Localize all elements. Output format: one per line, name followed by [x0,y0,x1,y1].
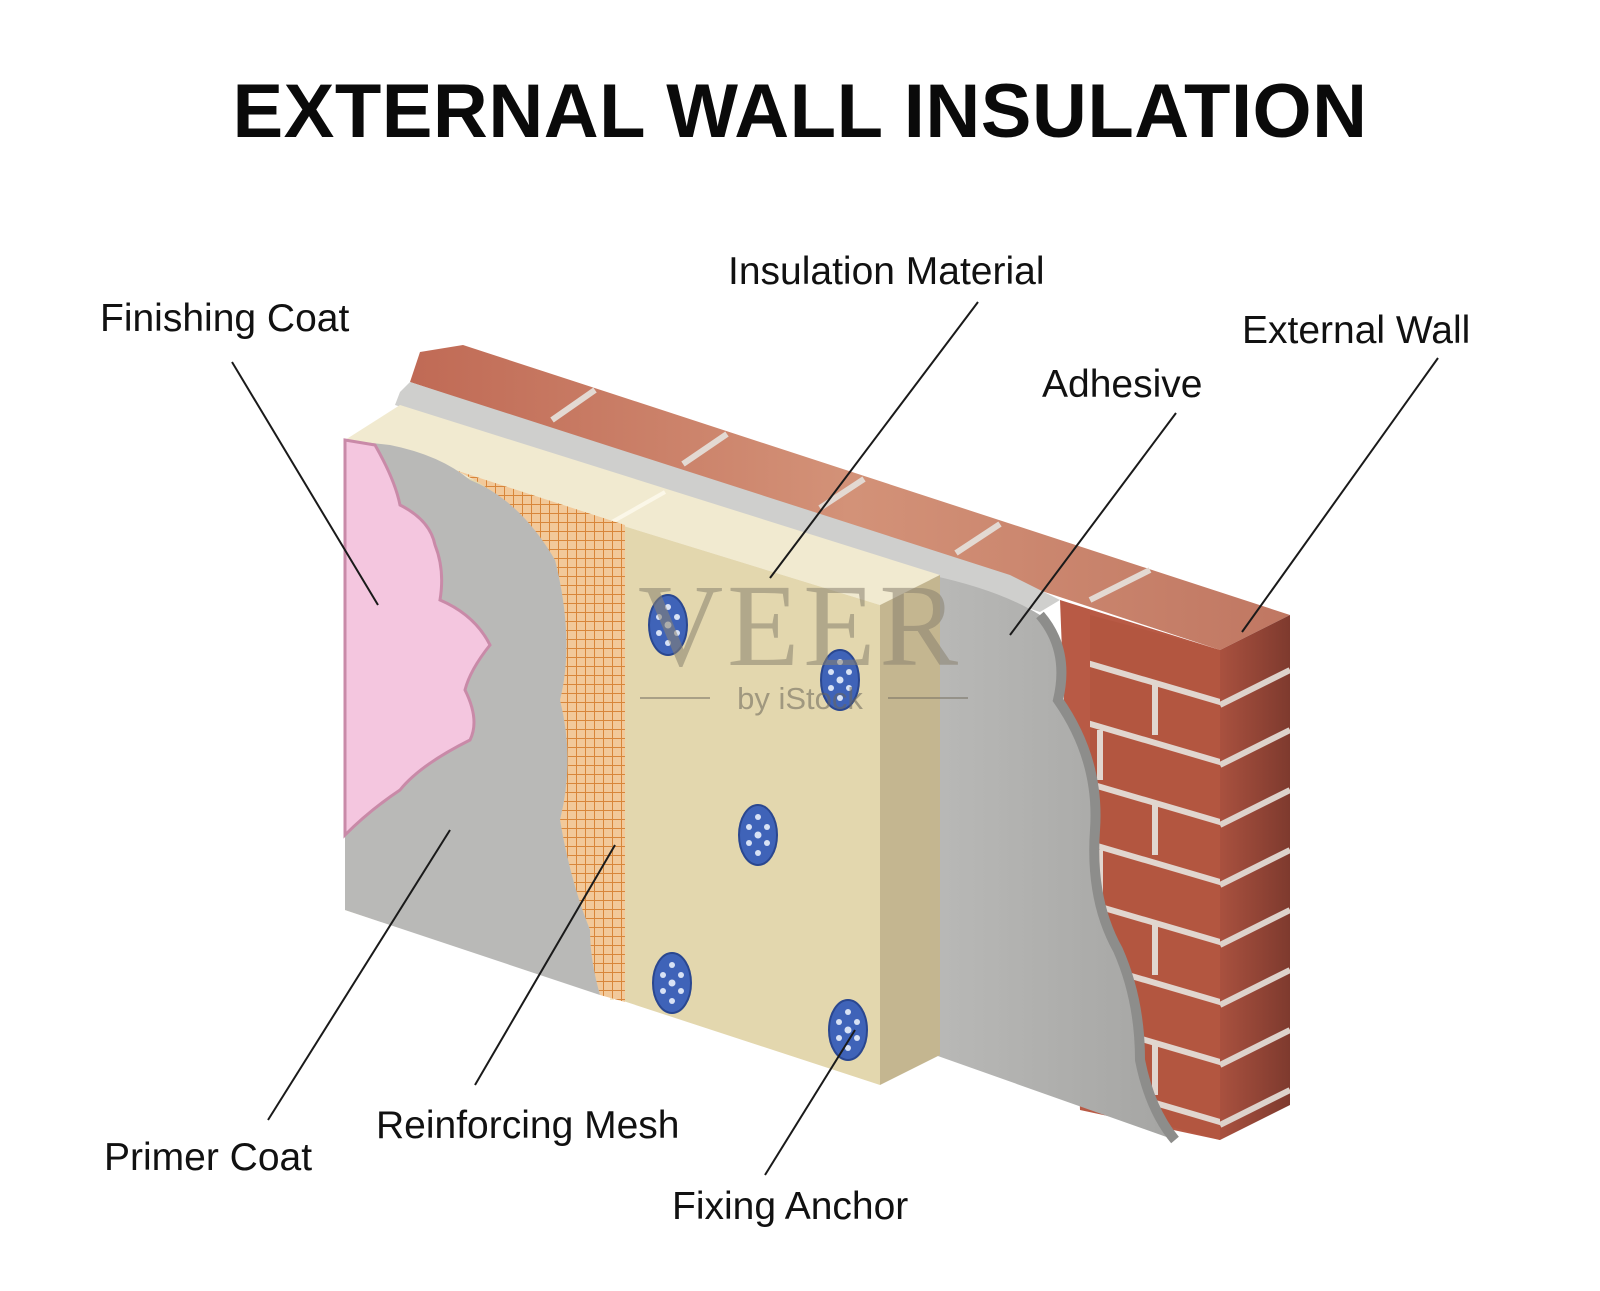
fixing-anchors [648,594,868,1061]
reinforcing-mesh [455,470,625,1002]
label-fixing-anchor: Fixing Anchor [672,1185,909,1228]
leader-reinforcing-mesh [474,844,616,1086]
brick-wall-top [410,345,1290,650]
brick-wall-side [1220,615,1290,1140]
finishing-coat [343,438,492,839]
fixing-anchor-2 [820,649,860,711]
label-finishing-coat: Finishing Coat [100,297,350,340]
adhesive-face [930,575,1175,1140]
brick-side-joints [1220,667,1290,1128]
leader-external-wall [1241,357,1439,633]
adhesive-top [395,382,1060,612]
label-reinforcing-mesh: Reinforcing Mesh [376,1104,680,1147]
fixing-anchor-3 [738,804,778,866]
adhesive-layer [395,382,1179,1144]
label-primer-coat: Primer Coat [104,1136,313,1179]
leader-insulation-material [769,301,979,579]
fixing-anchor-4 [652,952,692,1014]
watermark-sub: by iStock [737,681,863,716]
insulation-side [880,575,940,1085]
label-insulation-material: Insulation Material [728,250,1045,293]
label-adhesive: Adhesive [1042,363,1203,406]
leader-fixing-anchor [764,1029,856,1176]
fixing-anchor-5 [828,999,868,1061]
fixing-anchor-1 [648,594,688,656]
leader-lines [231,301,1439,1176]
page-title: EXTERNAL WALL INSULATION [232,69,1368,154]
label-external-wall: External Wall [1242,309,1471,352]
leader-primer-coat [267,829,451,1121]
adhesive-edge [1036,611,1179,1144]
watermark: VEER by iStock [638,560,968,716]
leader-finishing-coat [231,361,379,606]
watermark-brand: VEER [638,560,962,691]
leader-adhesive [1009,412,1177,636]
